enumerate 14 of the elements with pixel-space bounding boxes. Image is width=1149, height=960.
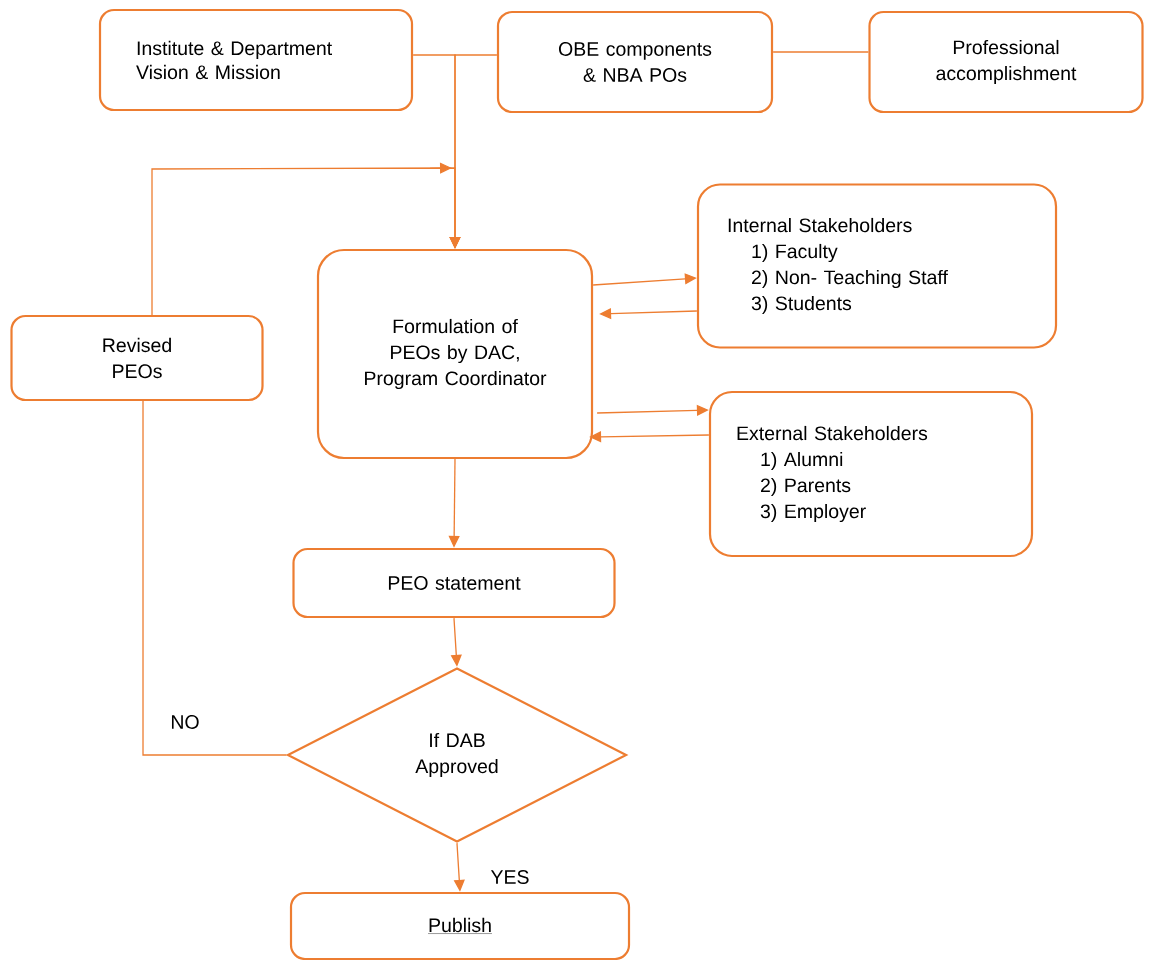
edge-label: YES bbox=[488, 868, 532, 886]
process-box: OBE components & NBA POs bbox=[496, 10, 774, 114]
connector-line bbox=[142, 400, 288, 756]
connector-line bbox=[772, 51, 870, 53]
process-box: Formulation of PEOs by DAC, Program Coordinator bbox=[316, 248, 594, 460]
process-box: Revised PEOs bbox=[10, 314, 264, 402]
arrow bbox=[151, 162, 461, 316]
process-box: PEO statement bbox=[292, 547, 616, 619]
process-box: Institute & Department Vision & Mission bbox=[98, 8, 414, 112]
process-box: Professional accomplishment bbox=[868, 10, 1144, 114]
edge-label: NO bbox=[168, 713, 202, 731]
stakeholder-box: Internal Stakeholders 1) Faculty 2) Non- Teaching Staff 3) Students bbox=[696, 183, 1058, 349]
process-box: Publish bbox=[289, 891, 631, 960]
stakeholder-box: External Stakeholders 1) Alumni 2) Parents 3) Employer bbox=[708, 390, 1034, 558]
